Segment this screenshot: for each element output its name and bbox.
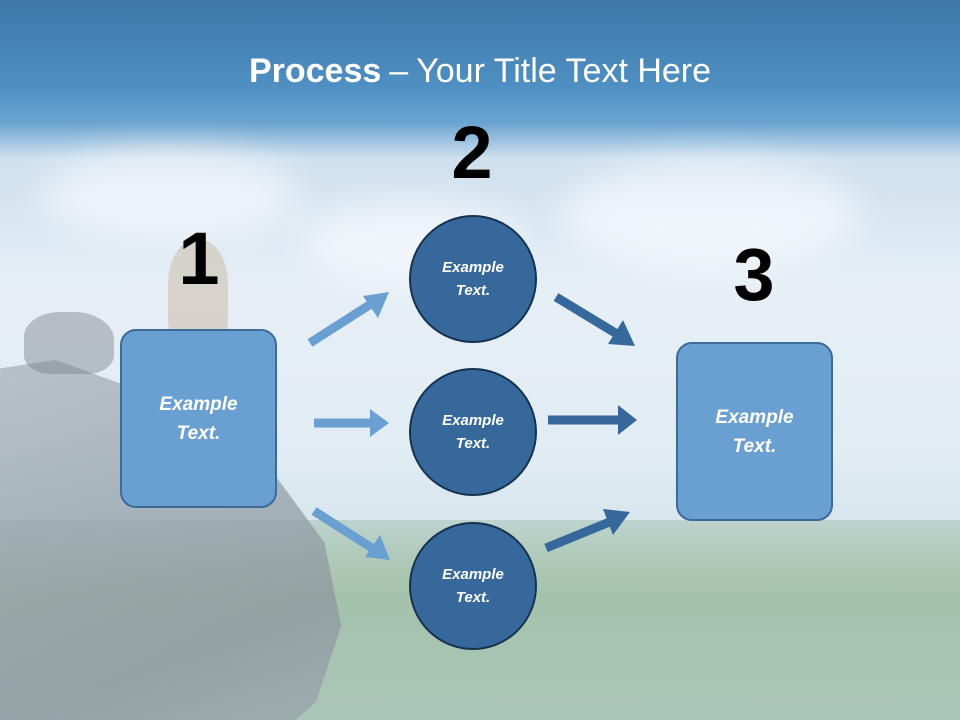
circle-top-line2: Text. [455,282,491,299]
step-3-line2: Text. [732,435,777,457]
step-3-line1: Example [715,406,794,428]
arrow-from-top-circle [553,293,635,346]
background-cloud [40,150,300,240]
circle-middle-text: Example Text. [428,409,518,455]
circle-bottom-text: Example Text. [428,563,518,609]
step-3-box: Example Text. [676,342,833,521]
circle-top: Example Text. [409,215,537,343]
step-number-2: 2 [451,111,493,194]
background-person [168,240,228,340]
step-number-1: 1 [178,217,220,300]
arrow-to-top-circle [307,292,389,347]
arrow-to-middle-circle [314,409,389,437]
circle-bottom-line2: Text. [455,589,491,606]
step-3-text: Example Text. [700,403,810,461]
arrow-from-bottom-circle [544,509,630,553]
background-backpack [24,312,114,374]
step-1-text: Example Text. [144,390,254,448]
circle-top-line1: Example [442,259,504,276]
title-separator: – [389,52,409,90]
circle-middle-line1: Example [442,412,504,429]
background-cloud [560,160,860,270]
step-1-box: Example Text. [120,329,277,508]
arrow-to-bottom-circle [311,507,390,560]
arrow-from-middle-circle [548,405,637,435]
title-rest: Your Title Text Here [416,52,712,90]
circle-middle: Example Text. [409,368,537,496]
title-bold: Process [248,52,382,90]
step-number-3: 3 [733,233,775,316]
step-1-line2: Text. [176,422,221,444]
circle-top-text: Example Text. [428,256,518,302]
circle-bottom: Example Text. [409,522,537,650]
circle-bottom-line1: Example [442,566,504,583]
slide-title: Process–Your Title Text Here [0,52,960,91]
circle-middle-line2: Text. [455,435,491,452]
step-1-line1: Example [159,393,238,415]
